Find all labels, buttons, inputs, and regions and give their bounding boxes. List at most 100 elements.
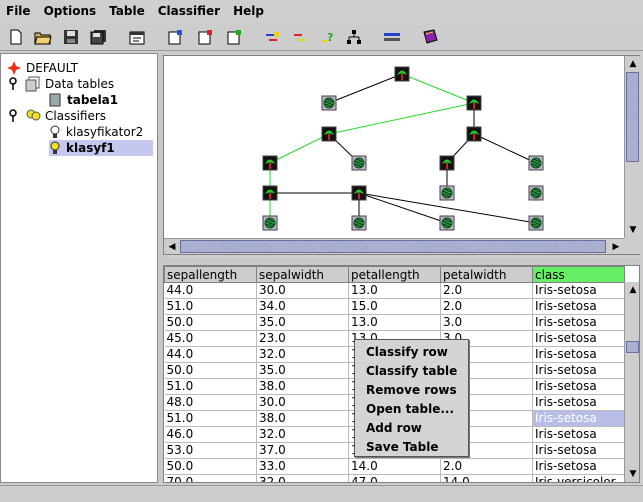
horizontal-split-divider[interactable] [163,258,640,265]
table-cell[interactable]: 45.0 [164,330,257,347]
tree-vertical-scrollbar[interactable]: ▲ ▼ [624,56,640,238]
menu-item-add-row[interactable]: Add row [366,421,422,435]
table-cell[interactable]: 15.0 [348,298,441,315]
tree-split-node-icon[interactable] [439,155,455,171]
tree-node-tabela1[interactable]: tabela1 [48,92,118,108]
tree-leaf-node-icon[interactable] [439,185,455,201]
tree-split-node-icon[interactable] [351,185,367,201]
remove-table-icon[interactable] [194,26,216,48]
table-cell[interactable]: 47.0 [348,474,441,482]
table-cell[interactable]: Iris-setosa [532,330,625,347]
scroll-right-icon[interactable]: ▶ [612,242,620,252]
save-all-icon[interactable] [88,26,110,48]
table-cell[interactable]: 30.0 [256,394,349,411]
table-cell[interactable]: 50.0 [164,314,257,331]
table-cell[interactable]: 23.0 [256,330,349,347]
tree-leaf-node-icon[interactable] [351,155,367,171]
table-cell[interactable]: 33.0 [256,458,349,475]
table-cell[interactable]: Iris-versicolor [532,474,625,482]
table-cell[interactable]: Iris-setosa [532,410,625,427]
menu-item-open-table[interactable]: Open table... [366,402,455,416]
table-cell[interactable]: 2.0 [440,282,533,299]
vertical-split-divider[interactable] [158,53,163,483]
table-cell[interactable]: 38.0 [256,378,349,395]
table-cell[interactable]: 3.0 [440,314,533,331]
table-cell[interactable]: Iris-setosa [532,314,625,331]
table-cell[interactable]: 50.0 [164,362,257,379]
tree-node-klasyfikator2[interactable]: klasyfikator2 [49,124,143,140]
menu-help[interactable]: Help [233,4,264,18]
table-scroll-thumb[interactable] [626,341,639,353]
scroll-left-icon[interactable]: ◀ [168,242,176,252]
book-icon[interactable] [419,26,441,48]
column-header-petalwidth[interactable]: petalwidth [440,266,533,283]
table-cell[interactable]: 14.0 [348,458,441,475]
table-cell[interactable]: 2.0 [440,458,533,475]
table-cell[interactable]: Iris-setosa [532,378,625,395]
table-cell[interactable]: 70.0 [164,474,257,482]
table-cell[interactable]: 51.0 [164,378,257,395]
tree-node-default[interactable]: DEFAULT [6,60,78,76]
table-cell[interactable]: 44.0 [164,282,257,299]
table-vertical-scrollbar[interactable]: ▲ ▼ [624,282,639,482]
menu-table[interactable]: Table [109,4,145,18]
table-cell[interactable]: 35.0 [256,362,349,379]
tree-split-node-icon[interactable] [262,185,278,201]
table-cell[interactable]: 53.0 [164,442,257,459]
tree-leaf-node-icon[interactable] [262,215,278,231]
table-cell[interactable]: 2.0 [440,298,533,315]
scroll-up-icon[interactable]: ▲ [629,59,637,69]
table-cell[interactable]: Iris-setosa [532,282,625,299]
new-file-icon[interactable] [5,26,27,48]
menu-item-classify-row[interactable]: Classify row [366,345,448,359]
table-cell[interactable]: Iris-setosa [532,426,625,443]
table-cell[interactable]: Iris-setosa [532,298,625,315]
tree-leaf-node-icon[interactable] [351,215,367,231]
help-classifier-icon[interactable]: ? [317,26,339,48]
save-icon[interactable] [60,26,82,48]
table-cell[interactable]: 32.0 [256,474,349,482]
tree-leaf-node-icon[interactable] [439,215,455,231]
column-header-sepalwidth[interactable]: sepalwidth [256,266,349,283]
properties-icon[interactable] [126,26,148,48]
table-cell[interactable]: 32.0 [256,426,349,443]
add-table-icon[interactable] [164,26,186,48]
tree-split-node-icon[interactable] [394,66,410,82]
table-cell[interactable]: 37.0 [256,442,349,459]
table-cell[interactable]: Iris-setosa [532,346,625,363]
horizontal-scroll-thumb[interactable] [180,240,606,253]
table-cell[interactable]: Iris-setosa [532,362,625,379]
scroll-up-icon[interactable]: ▲ [629,285,637,295]
table-cell[interactable]: 32.0 [256,346,349,363]
menu-item-save-table[interactable]: Save Table [366,440,439,454]
tree-node-data-tables[interactable]: Data tables [8,76,114,92]
table-cell[interactable]: 48.0 [164,394,257,411]
tree-node-klasyf1[interactable]: klasyf1 [49,140,153,156]
table-cell[interactable]: 13.0 [348,282,441,299]
tree-split-node-icon[interactable] [321,126,337,142]
table-cell[interactable]: Iris-setosa [532,458,625,475]
menu-item-remove-rows[interactable]: Remove rows [366,383,457,397]
table-cell[interactable]: 50.0 [164,458,257,475]
table-cell[interactable]: 14.0 [440,474,533,482]
tree-split-node-icon[interactable] [466,126,482,142]
tree-split-node-icon[interactable] [466,95,482,111]
tree-leaf-node-icon[interactable] [321,95,337,111]
table-cell[interactable]: 13.0 [348,314,441,331]
vertical-scroll-thumb[interactable] [626,72,639,162]
menu-classifier[interactable]: Classifier [157,4,221,18]
table-cell[interactable]: 51.0 [164,298,257,315]
tree-split-node-icon[interactable] [262,155,278,171]
column-header-sepallength[interactable]: sepallength [164,266,257,283]
menu-item-classify-table[interactable]: Classify table [366,364,458,378]
tree-leaf-node-icon[interactable] [528,185,544,201]
table-cell[interactable]: 38.0 [256,410,349,427]
table-cell[interactable]: 35.0 [256,314,349,331]
edit-table-icon[interactable] [223,26,245,48]
table-cell[interactable]: Iris-setosa [532,442,625,459]
